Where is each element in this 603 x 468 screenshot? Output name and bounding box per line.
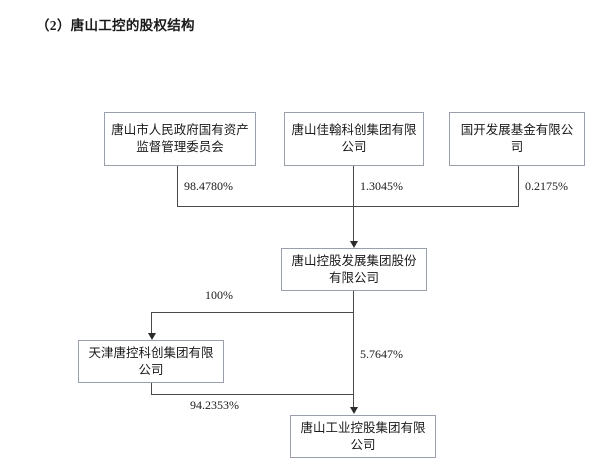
node-label: 唐山控股发展集团股份有限公司 xyxy=(291,253,417,285)
node-tangshan-sasac: 唐山市人民政府国有资产监督管理委员会 xyxy=(104,112,256,166)
connector-bus-to-holding xyxy=(353,206,354,242)
edge-label-holding-to-industrial-percent: 5.7647% xyxy=(360,347,403,361)
page-title: （2）唐山工控的股权结构 xyxy=(36,18,195,33)
node-label: 国开发展基金有限公司 xyxy=(460,123,574,154)
node-tangshan-holding-development: 唐山控股发展集团股份有限公司 xyxy=(281,248,427,291)
edge-label-cdbfund-percent: 0.2175% xyxy=(525,179,568,193)
node-label: 唐山佳翰科创集团有限公司 xyxy=(291,123,417,154)
node-tangshan-jiahan: 唐山佳翰科创集团有限公司 xyxy=(284,112,424,166)
connector-sasac-drop xyxy=(177,166,178,207)
arrowhead-into-holding xyxy=(350,241,358,248)
connector-into-tianjin xyxy=(151,312,152,334)
arrowhead-into-industrial-from-holding xyxy=(350,407,358,414)
connector-cdbfund-drop xyxy=(518,166,519,207)
node-cdb-development-fund: 国开发展基金有限公司 xyxy=(449,112,585,166)
edge-label-sasac-percent: 98.4780% xyxy=(184,179,233,193)
connector-top-bus xyxy=(177,206,519,207)
connector-jiahan-drop xyxy=(353,166,354,207)
node-tianjin-tangkong: 天津唐控科创集团有限公司 xyxy=(78,340,224,383)
node-label: 唐山工业控股集团有限公司 xyxy=(300,420,426,452)
connector-holding-to-industrial xyxy=(353,291,354,408)
edge-label-holding-to-tianjin-percent: 100% xyxy=(205,288,233,302)
arrowhead-into-tianjin xyxy=(148,333,156,340)
edge-label-tianjin-to-industrial-percent: 94.2353% xyxy=(190,398,239,412)
connector-holding-to-tianjin-horizontal xyxy=(151,312,354,313)
node-tangshan-industrial-holding: 唐山工业控股集团有限公司 xyxy=(290,415,436,458)
connector-tianjin-drop xyxy=(151,383,152,394)
connector-tianjin-to-industrial-horizontal xyxy=(151,394,354,395)
edge-label-jiahan-percent: 1.3045% xyxy=(360,179,403,193)
node-label: 天津唐控科创集团有限公司 xyxy=(88,345,214,377)
node-label: 唐山市人民政府国有资产监督管理委员会 xyxy=(111,123,249,154)
